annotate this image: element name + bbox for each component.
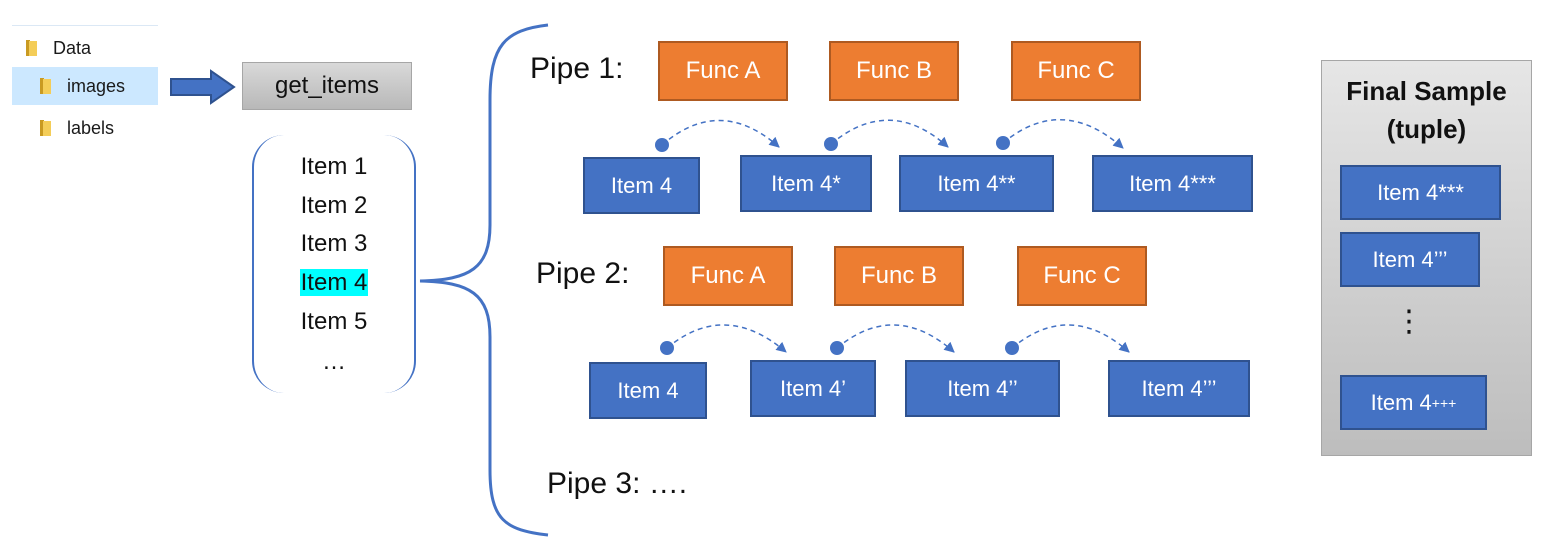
- list-item: Item 1: [300, 153, 368, 180]
- curly-brace: [419, 23, 549, 537]
- tree-divider: [12, 25, 158, 26]
- pipe1-item-3: Item 4***: [1092, 155, 1253, 212]
- pipe2-func-a: Func A: [663, 246, 793, 306]
- get-items-box: get_items: [242, 62, 412, 110]
- pipe1-func-b: Func B: [829, 41, 959, 101]
- tree-item-labels[interactable]: labels: [12, 110, 158, 146]
- list-item-highlighted: Item 4: [299, 269, 369, 296]
- tree-item-label: Data: [53, 37, 92, 58]
- final-item-1: Item 4’’’: [1340, 232, 1480, 287]
- folder-icon: [26, 40, 37, 56]
- final-item-last: Item 4+++: [1340, 375, 1487, 430]
- pipe2-item-3: Item 4’’’: [1108, 360, 1250, 417]
- pipe2-func-c: Func C: [1017, 246, 1147, 306]
- pipe2-item-0: Item 4: [589, 362, 707, 419]
- pipe1-func-a: Func A: [658, 41, 788, 101]
- list-item: Item 2: [300, 192, 368, 219]
- pipe2-arcs: [660, 324, 1130, 355]
- tree-item-label: images: [67, 75, 126, 96]
- item-list-panel: Item 1 Item 2 Item 3 Item 4 Item 5 …: [252, 135, 416, 393]
- pipe1-arcs: [655, 118, 1124, 152]
- get-items-label: get_items: [274, 72, 380, 99]
- pipe1-label: Pipe 1:: [530, 52, 624, 85]
- pipe1-func-c: Func C: [1011, 41, 1141, 101]
- pipe1-item-1: Item 4*: [740, 155, 872, 212]
- folder-icon: [40, 120, 51, 136]
- pipe3-label: Pipe 3: ….: [547, 467, 688, 500]
- pipe2-func-b: Func B: [834, 246, 964, 306]
- block-arrow-icon: [170, 69, 236, 105]
- pipe2-label: Pipe 2:: [536, 257, 630, 290]
- pipe2-item-2: Item 4’’: [905, 360, 1060, 417]
- list-item-ellipsis: …: [322, 348, 346, 375]
- pipe1-item-0: Item 4: [583, 157, 700, 214]
- final-sample-title: Final Sample (tuple): [1346, 76, 1507, 144]
- list-item: Item 5: [300, 308, 368, 335]
- final-item-0: Item 4***: [1340, 165, 1501, 220]
- tree-item-data[interactable]: Data: [12, 30, 158, 66]
- final-ellipsis: ⋮: [1394, 305, 1424, 338]
- folder-icon: [40, 78, 51, 94]
- pipe1-item-2: Item 4**: [899, 155, 1054, 212]
- tree-item-images[interactable]: images: [12, 67, 158, 105]
- tree-item-label: labels: [67, 117, 115, 138]
- list-item: Item 3: [300, 230, 368, 257]
- pipe2-item-1: Item 4’: [750, 360, 876, 417]
